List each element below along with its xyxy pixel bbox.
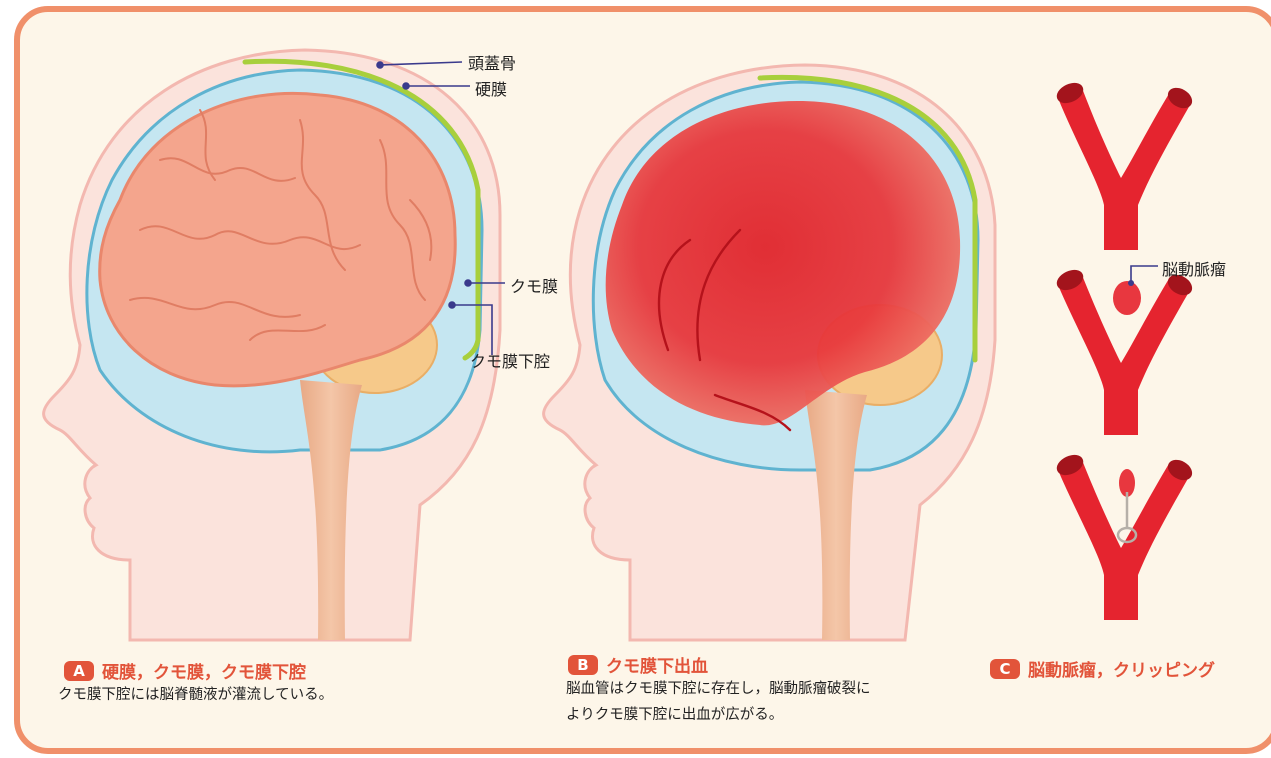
artery-clipped bbox=[1054, 451, 1196, 620]
panel-b-badge: B bbox=[568, 655, 598, 675]
label-subarachnoid: クモ膜下腔 bbox=[470, 348, 550, 372]
panel-c-badge: C bbox=[990, 659, 1020, 679]
panel-a-badge: A bbox=[64, 661, 94, 681]
aneurysm-bulge bbox=[1113, 281, 1141, 315]
panel-b-line-1: 脳血管はクモ膜下腔に存在し，脳動脈瘤破裂に bbox=[566, 676, 871, 702]
panel-b-title-text: クモ膜下出血 bbox=[606, 652, 708, 677]
panel-a-description: クモ膜下腔には脳脊髄液が灌流している。 bbox=[58, 682, 333, 708]
panel-b-description: 脳血管はクモ膜下腔に存在し，脳動脈瘤破裂に よりクモ膜下腔に出血が広がる。 bbox=[566, 676, 871, 728]
label-skull: 頭蓋骨 bbox=[468, 50, 516, 74]
head-a bbox=[44, 50, 505, 640]
panel-c-title: C 脳動脈瘤，クリッピング bbox=[990, 656, 1215, 681]
label-dura: 硬膜 bbox=[475, 76, 507, 100]
panel-a-title-text: 硬膜，クモ膜，クモ膜下腔 bbox=[102, 658, 306, 683]
panel-a-title: A 硬膜，クモ膜，クモ膜下腔 bbox=[64, 658, 306, 683]
panel-c-title-text: 脳動脈瘤，クリッピング bbox=[1028, 656, 1215, 681]
head-b bbox=[544, 65, 995, 640]
panel-b-title: B クモ膜下出血 bbox=[568, 652, 708, 677]
panel-b-line-2: よりクモ膜下腔に出血が広がる。 bbox=[566, 702, 871, 728]
label-arachnoid: クモ膜 bbox=[510, 273, 558, 297]
artery-normal bbox=[1054, 79, 1196, 250]
artery-aneurysm bbox=[1054, 266, 1196, 435]
panel-a-line-1: クモ膜下腔には脳脊髄液が灌流している。 bbox=[58, 682, 333, 708]
label-aneurysm: 脳動脈瘤 bbox=[1162, 256, 1226, 280]
